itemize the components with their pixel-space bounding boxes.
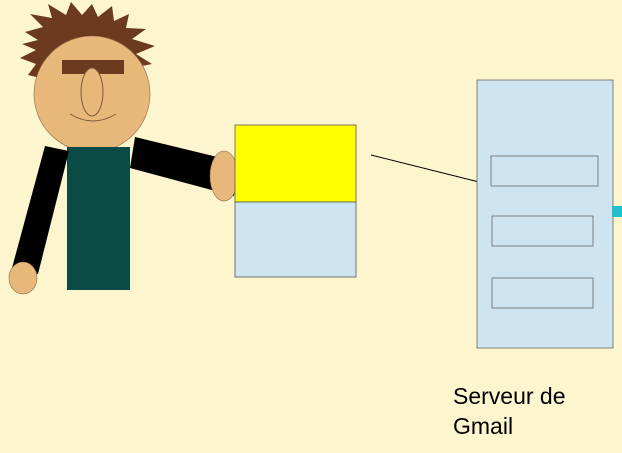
torso-shirt [67, 147, 130, 290]
email-envelope-icon [234, 124, 357, 278]
server-slot [491, 277, 594, 309]
left-arm [12, 146, 69, 274]
server-slot [491, 215, 594, 247]
right-hand [209, 150, 239, 202]
message-body [234, 201, 357, 278]
nose [80, 67, 104, 117]
eyebrows [62, 60, 124, 74]
server-slot [490, 155, 599, 187]
left-hand [8, 261, 38, 295]
server-caption: Serveur de Gmail [453, 383, 566, 439]
message-header [234, 124, 357, 203]
person-illustration [8, 2, 239, 295]
server-icon [476, 79, 622, 349]
send-arrow [370, 154, 492, 189]
mouth [69, 113, 117, 122]
server-connector [612, 206, 622, 217]
